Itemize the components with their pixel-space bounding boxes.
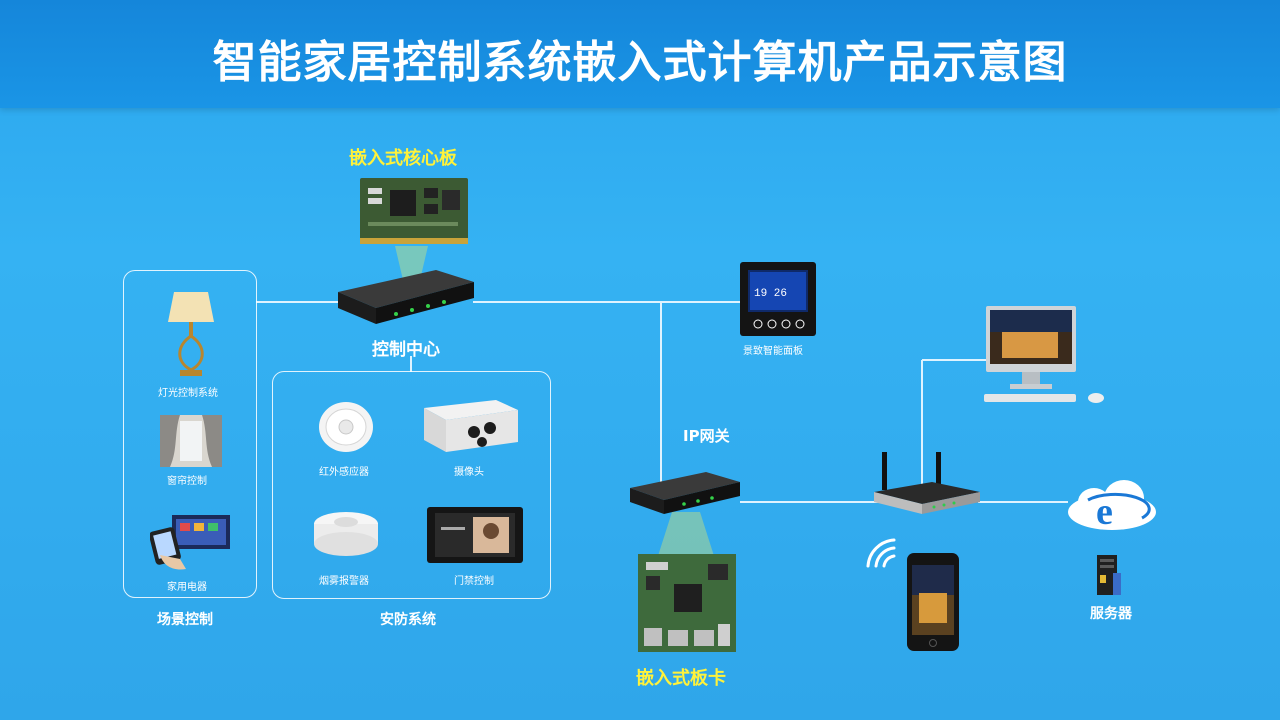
core-board-icon xyxy=(360,178,468,244)
svg-text:19 26: 19 26 xyxy=(754,288,787,300)
curtain-label: 窗帘控制 xyxy=(167,476,207,487)
card-projection xyxy=(658,512,714,556)
svg-text:e: e xyxy=(1096,491,1113,533)
wifi-icon xyxy=(866,538,896,568)
scene-control-group xyxy=(123,270,257,598)
scene-control-label: 场景控制 xyxy=(157,612,213,628)
smart-panel-label: 景致智能面板 xyxy=(743,346,803,357)
core-board-projection xyxy=(395,246,428,280)
lighting-label: 灯光控制系统 xyxy=(158,388,218,399)
embedded-card-label: 嵌入式板卡 xyxy=(636,668,726,689)
server-icon xyxy=(1097,555,1121,595)
ir-sensor-label: 红外感应器 xyxy=(319,467,369,478)
appliance-icon xyxy=(150,515,230,570)
server-label: 服务器 xyxy=(1090,606,1132,622)
embedded-card-icon xyxy=(638,554,736,652)
access-control-icon xyxy=(427,507,523,563)
security-system-label: 安防系统 xyxy=(380,612,436,628)
ip-gateway-label: IP网关 xyxy=(683,427,730,445)
core-board-label: 嵌入式核心板 xyxy=(349,148,457,169)
camera-label: 摄像头 xyxy=(454,467,484,478)
page-title: 智能家居控制系统嵌入式计算机产品示意图 xyxy=(212,37,1068,88)
smoke-alarm-icon xyxy=(314,512,378,556)
smartphone-icon xyxy=(907,553,959,651)
control-center-label: 控制中心 xyxy=(372,340,440,360)
camera-icon xyxy=(424,400,518,452)
curtain-icon xyxy=(160,415,222,467)
title-bar: 智能家居控制系统嵌入式计算机产品示意图 xyxy=(0,0,1280,108)
smoke-alarm-label: 烟雾报警器 xyxy=(319,576,369,587)
internet-cloud-icon: e xyxy=(1068,480,1156,533)
ir-sensor-icon xyxy=(319,402,373,452)
ip-gateway-icon xyxy=(630,472,740,514)
smart-panel-icon: 19 26 xyxy=(740,262,816,336)
desktop-computer-icon xyxy=(984,306,1104,403)
appliance-label: 家用电器 xyxy=(167,582,207,593)
access-control-label: 门禁控制 xyxy=(454,576,494,587)
control-center-icon xyxy=(338,270,474,324)
lamp-icon xyxy=(168,292,214,376)
router-icon xyxy=(874,452,980,514)
security-system-group xyxy=(272,371,551,599)
